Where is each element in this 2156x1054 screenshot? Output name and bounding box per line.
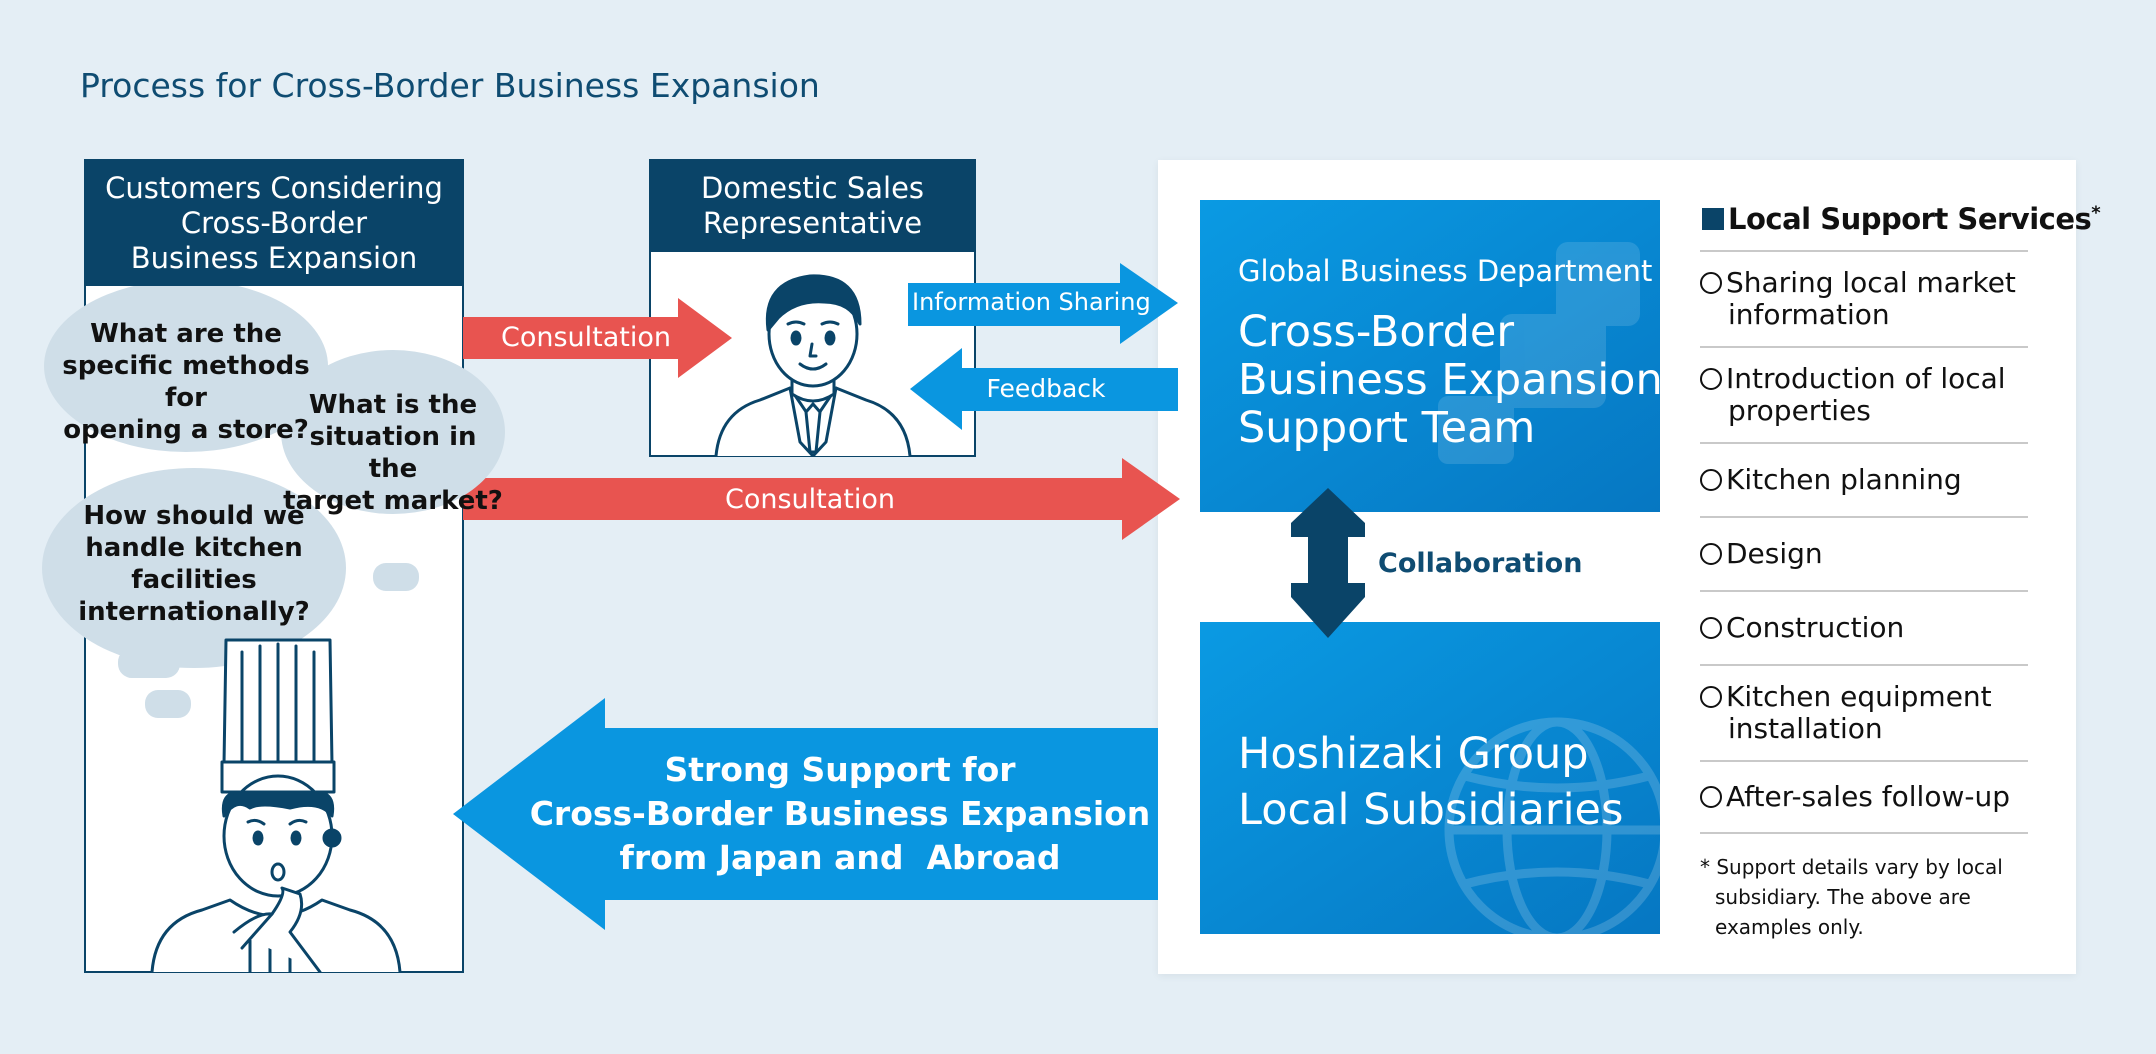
subsidiaries-name: Hoshizaki Group Local Subsidiaries xyxy=(1238,729,1624,835)
support-team-name: Cross-Border Business Expansion Support … xyxy=(1238,307,1663,453)
question-target-market: What is the situation in the target mark… xyxy=(283,390,503,516)
list-item: Kitchen planning xyxy=(1700,442,2028,516)
speech-bubble-kitchen xyxy=(42,468,419,718)
circle-bullet-icon xyxy=(1700,686,1722,708)
consultation-label-bottom: Consultation xyxy=(724,484,895,515)
businessman-icon xyxy=(714,274,912,456)
feedback-arrow xyxy=(910,348,1178,430)
question-kitchen-facilities: How should we handle kitchen facilities … xyxy=(78,501,310,627)
list-item: Construction xyxy=(1700,590,2028,664)
feedback-label: Feedback xyxy=(986,374,1106,403)
list-item: After-sales follow-up xyxy=(1700,760,2028,834)
consultation-label-top: Consultation xyxy=(500,322,671,353)
services-note: * Support details vary by local subsidia… xyxy=(1700,855,2003,939)
consultation-arrow-bottom xyxy=(463,458,1180,540)
list-item: Design xyxy=(1700,516,2028,590)
collaboration-arrow xyxy=(1291,488,1365,638)
information-sharing-label: Information Sharing xyxy=(912,288,1151,316)
information-sharing-arrow xyxy=(908,263,1178,344)
representative-heading: Domestic Sales Representative xyxy=(650,160,975,252)
strong-support-arrow xyxy=(453,698,1158,930)
speech-bubble-market xyxy=(281,350,505,514)
circle-bullet-icon xyxy=(1700,543,1722,565)
circle-bullet-icon xyxy=(1700,469,1722,491)
square-bullet-icon xyxy=(1702,208,1724,230)
page-title: Process for Cross-Border Business Expans… xyxy=(80,66,820,105)
subsidiaries-box xyxy=(1200,622,1660,934)
chef-icon xyxy=(150,638,402,972)
globe-icon xyxy=(1444,717,1670,943)
services-title-mark: * xyxy=(2091,202,2101,224)
cube-icon xyxy=(1438,242,1640,464)
support-team-box xyxy=(1200,200,1660,512)
collaboration-label: Collaboration xyxy=(1378,548,1583,579)
speech-bubble-store xyxy=(44,280,328,452)
circle-bullet-icon xyxy=(1700,617,1722,639)
strong-support-label: Strong Support for Cross-Border Business… xyxy=(529,750,1151,877)
circle-bullet-icon xyxy=(1700,368,1722,390)
question-store-methods: What are the specific methods for openin… xyxy=(62,319,310,445)
circle-bullet-icon xyxy=(1700,786,1722,808)
department-name: Global Business Department xyxy=(1238,254,1653,288)
services-title: Local Support Services* xyxy=(1702,202,2101,236)
circle-bullet-icon xyxy=(1700,272,1722,294)
consultation-arrow-top xyxy=(463,298,732,378)
customers-heading: Customers Considering Cross-Border Busin… xyxy=(85,160,463,286)
